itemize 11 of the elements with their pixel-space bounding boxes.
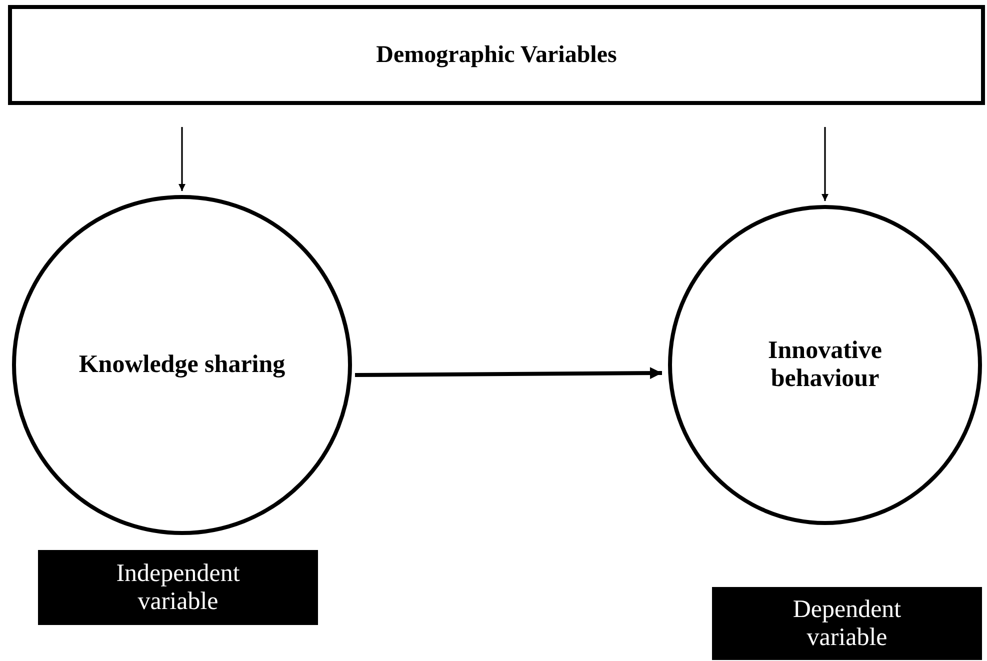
node-text: Innovative behaviour — [767, 337, 883, 393]
node-text: Knowledge sharing — [78, 351, 286, 379]
variable-type-label — [38, 550, 318, 625]
arrow — [354, 367, 662, 380]
node-text: Dependent variable — [792, 596, 902, 652]
variable-type-label — [712, 587, 982, 660]
node-text: Demographic Variables — [376, 42, 617, 68]
node-text: Independent variable — [115, 560, 241, 616]
title-box — [8, 5, 985, 105]
arrow — [822, 127, 828, 201]
arrow — [178, 127, 186, 191]
